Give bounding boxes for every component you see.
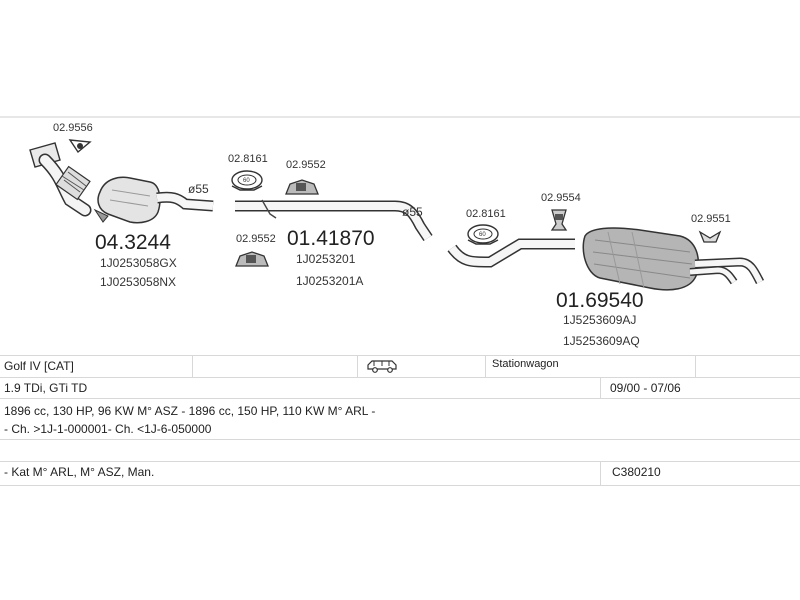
ring-mount-icon[interactable]: 60 <box>467 224 499 245</box>
ring-size-label: 60 <box>243 178 250 184</box>
front-pipe-catalyst[interactable] <box>29 142 214 224</box>
diameter-front: ø55 <box>188 182 209 196</box>
middle-pipe[interactable] <box>235 199 433 242</box>
table-divider <box>0 485 800 486</box>
part-label-mount-1: 02.8161 <box>228 153 268 165</box>
table-col-divider <box>357 355 358 377</box>
oe-number-middle-1: 1J0253201 <box>296 252 356 266</box>
table-divider <box>0 461 800 462</box>
part-label-clamp-front: 02.9556 <box>53 122 93 134</box>
part-number-front[interactable]: 04.3244 <box>95 231 171 254</box>
oe-number-front-2: 1J0253058NX <box>100 275 176 289</box>
rubber-mount-icon[interactable] <box>235 251 269 267</box>
table-col-divider <box>485 355 486 377</box>
ring-mount-icon[interactable]: 60 <box>231 170 263 191</box>
part-number-rear[interactable]: 01.69540 <box>556 289 644 312</box>
table-col-divider <box>695 355 696 377</box>
part-label-mount-4: 02.8161 <box>466 208 506 220</box>
engine-variant: 1.9 TDi, GTi TD <box>4 381 88 395</box>
vehicle-model: Golf IV [CAT] <box>4 359 74 373</box>
table-col-divider <box>600 461 601 485</box>
table-divider <box>0 355 800 356</box>
part-label-mount-3: 02.9552 <box>236 233 276 245</box>
body-type: Stationwagon <box>492 358 559 370</box>
part-label-mount-6: 02.9551 <box>691 213 731 225</box>
diameter-middle: ø55 <box>402 205 423 219</box>
car-wagon-icon <box>367 360 397 373</box>
table-divider <box>0 377 800 378</box>
rear-silencer[interactable] <box>447 227 765 291</box>
part-number-middle[interactable]: 01.41870 <box>287 227 375 250</box>
oe-number-front-1: 1J0253058GX <box>100 256 177 270</box>
part-label-mount-2: 02.9552 <box>286 159 326 171</box>
engine-specs: 1896 cc, 130 HP, 96 KW M° ASZ - 1896 cc,… <box>4 404 376 418</box>
chassis-range: - Ch. >1J-1-000001- Ch. <1J-6-050000 <box>4 422 212 436</box>
oe-number-rear-1: 1J5253609AJ <box>563 313 636 327</box>
rubber-mount-icon[interactable] <box>285 179 319 195</box>
oe-number-rear-2: 1J5253609AQ <box>563 334 640 348</box>
oe-number-middle-2: 1J0253201A <box>296 274 363 288</box>
flange-icon[interactable] <box>698 230 722 243</box>
ring-size-label: 60 <box>479 232 486 238</box>
production-years: 09/00 - 07/06 <box>610 381 681 395</box>
flex-pipe <box>55 165 91 201</box>
table-divider <box>0 398 800 399</box>
catalyst-notes: - Kat M° ARL, M° ASZ, Man. <box>4 465 155 479</box>
table-col-divider <box>600 377 601 398</box>
clamp-icon[interactable] <box>68 139 92 154</box>
catalog-code: C380210 <box>612 465 661 479</box>
rubber-mount-icon[interactable] <box>550 209 568 231</box>
table-col-divider <box>192 355 193 377</box>
table-divider <box>0 439 800 440</box>
part-label-mount-5: 02.9554 <box>541 192 581 204</box>
